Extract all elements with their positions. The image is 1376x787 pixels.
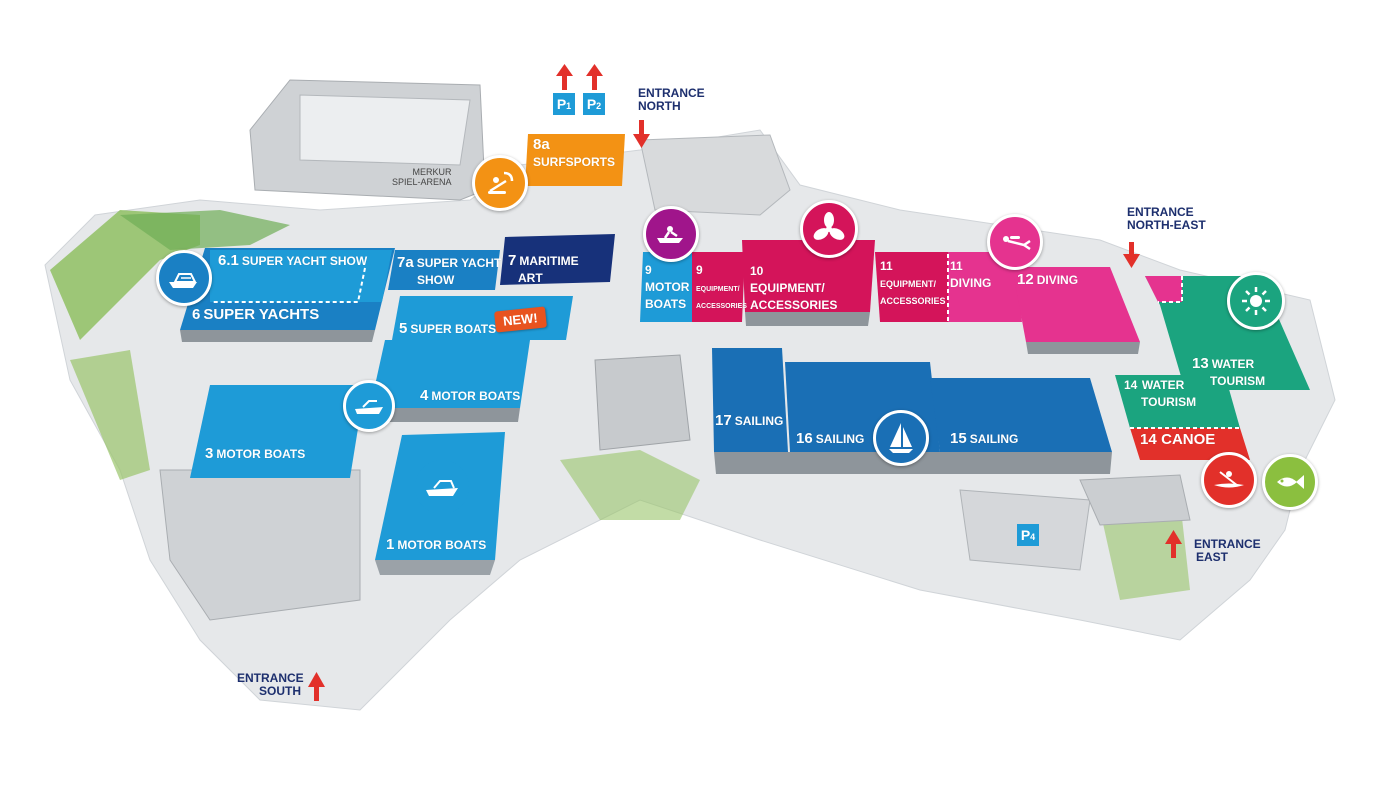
propeller-icon[interactable] (800, 200, 858, 258)
hall-8a-label[interactable]: 8a SURFSPORTS (533, 136, 616, 169)
hall-4-shape[interactable] (370, 340, 530, 408)
hall-1-base (375, 560, 495, 575)
hall-3-shape[interactable] (190, 385, 365, 478)
hall-14-water-label[interactable]: 14 WATER TOURISM (1124, 378, 1197, 409)
parking-p4-badge[interactable]: P4 (1017, 524, 1039, 546)
hall-11-equip-label[interactable]: 11 EQUIPMENT/ ACCESSORIES (880, 259, 946, 306)
hall-10-label[interactable]: 10 EQUIPMENT/ ACCESSORIES (750, 264, 838, 312)
hall-6-1-area[interactable] (210, 250, 392, 302)
hall-17-shape[interactable] (712, 348, 788, 452)
arena-roof (299, 94, 471, 166)
entrance-north-arrow (633, 120, 650, 148)
hall-12-shape[interactable] (1012, 267, 1140, 342)
hall-12-base (1026, 342, 1140, 354)
diver-icon[interactable] (987, 214, 1043, 270)
kayak-icon[interactable] (1201, 452, 1257, 508)
parking-p2-badge[interactable]: P2 (583, 93, 605, 115)
motorboat-icon[interactable] (415, 460, 469, 514)
hall-14-canoe-label[interactable]: 14 CANOE (1140, 431, 1216, 448)
hall-9-motor-shape[interactable] (640, 252, 692, 322)
hall-7a-shape[interactable] (388, 250, 500, 290)
hall-15-shape[interactable] (930, 378, 1112, 452)
hall-13-dashline (1158, 276, 1183, 303)
jetski-icon[interactable] (643, 206, 699, 262)
speedboat-icon[interactable] (343, 380, 395, 432)
kitesurf-icon[interactable] (472, 155, 528, 211)
green-area-pond (120, 210, 290, 250)
entrance-north-east-arrow (1123, 242, 1140, 268)
sailboat-icon[interactable] (873, 410, 929, 466)
hall-9-equip-label[interactable]: 9 EQUIPMENT/ ACCESSORIES (696, 263, 747, 310)
parking-arrow-p2 (586, 64, 603, 90)
parking-arrow-p1 (556, 64, 573, 90)
yacht-icon[interactable] (156, 250, 212, 306)
entrance-east-arrow (1165, 530, 1182, 558)
hall-11-diving-label[interactable]: 11 DIVING (950, 259, 992, 290)
hall-13-pink[interactable] (1145, 276, 1182, 302)
grey-building-east (1079, 474, 1191, 526)
hall-6-base (180, 330, 375, 342)
hall-11-diving-shape[interactable] (948, 252, 1022, 322)
grey-building-north (639, 134, 791, 216)
hall-9-motor-label[interactable]: 9 MOTOR BOATS (645, 263, 690, 311)
entrance-south-arrow (308, 672, 325, 701)
hall-9-equip-shape[interactable] (692, 252, 745, 322)
hall-4-base (370, 408, 520, 422)
green-area-park (70, 350, 150, 480)
hall-8a-shape[interactable] (525, 134, 625, 186)
hall-7-shape[interactable] (500, 234, 615, 285)
hall-14-canoe-shape[interactable] (1130, 428, 1250, 460)
fish-icon[interactable] (1262, 454, 1318, 510)
parking-p1-badge[interactable]: P1 (553, 93, 575, 115)
hall-10-shape[interactable] (742, 240, 875, 312)
grey-tower (594, 354, 691, 451)
hall-14-water-shape[interactable] (1115, 375, 1240, 428)
green-area-east (1100, 500, 1190, 600)
sun-icon[interactable] (1227, 272, 1285, 330)
hall-11-equip-shape[interactable] (875, 252, 948, 322)
green-area-center (560, 450, 700, 520)
hall-10-base (745, 312, 870, 326)
